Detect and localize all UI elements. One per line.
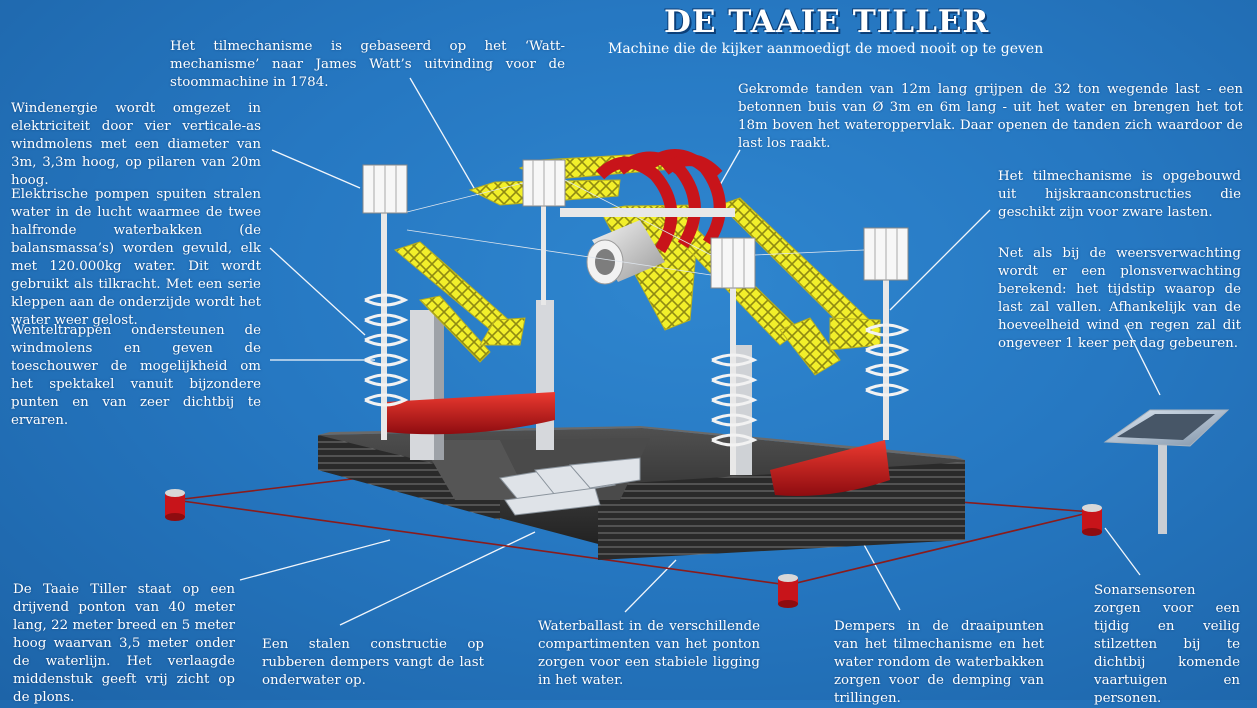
spiral-stair-right — [865, 280, 910, 440]
water-tank-left — [385, 392, 555, 435]
annotation-crane-construction: Het tilmechanisme is opgebouwd uit hijsk… — [998, 169, 1241, 220]
pontoon — [318, 426, 965, 560]
concrete-pipe — [586, 220, 665, 285]
wind-turbine — [362, 164, 408, 214]
page-title: DE TAAIE TILLER — [664, 4, 990, 40]
sonar-sensor — [778, 574, 798, 608]
annotation-dampers: Dempers in de draaipunten van het tilmec… — [834, 619, 1044, 706]
wind-turbine — [710, 237, 756, 289]
annotation-curved-teeth: Gekromde tanden van 12m lang grijpen de … — [738, 82, 1243, 151]
annotation-steel-catcher: Een stalen constructie op rubberen dempe… — [262, 637, 484, 688]
forecast-display-panel — [1103, 409, 1230, 534]
annotation-watt-mechanism: Het tilmechanisme is gebaseerd op het ‘W… — [170, 39, 565, 90]
water-tank-right — [770, 440, 890, 496]
concrete-columns — [410, 300, 752, 475]
page-subtitle: Machine die de kijker aanmoedigt de moed… — [608, 41, 1044, 57]
annotation-sonar-sensors: Sonarsensoren zorgen voor een tijdig en … — [1094, 583, 1240, 706]
annotation-splash-forecast: Net als bij de weersverwachting wordt er… — [998, 246, 1241, 351]
steel-catcher — [499, 457, 641, 516]
hook-axle — [560, 208, 735, 217]
guy-cables — [406, 179, 865, 276]
wind-turbine — [522, 159, 566, 207]
annotation-wind-energy: Windenergie wordt omgezet in elektricite… — [11, 101, 261, 188]
annotation-spiral-stairs: Wenteltrappen ondersteunen de windmolens… — [11, 323, 261, 428]
spiral-stair-middle — [711, 285, 758, 475]
annotation-pontoon: De Taaie Tiller staat op een drijvend po… — [13, 582, 235, 705]
lifting-hooks — [595, 149, 726, 254]
annotation-water-ballast: Waterballast in de verschillende compart… — [538, 619, 760, 688]
spiral-stair-center — [541, 205, 546, 305]
spiral-stair-left — [364, 210, 409, 440]
sonar-sensor — [1082, 504, 1102, 536]
annotation-water-pumps: Elektrische pompen spuiten stralen water… — [11, 187, 261, 328]
wind-turbine — [863, 227, 909, 281]
sonar-sensor — [165, 489, 185, 521]
